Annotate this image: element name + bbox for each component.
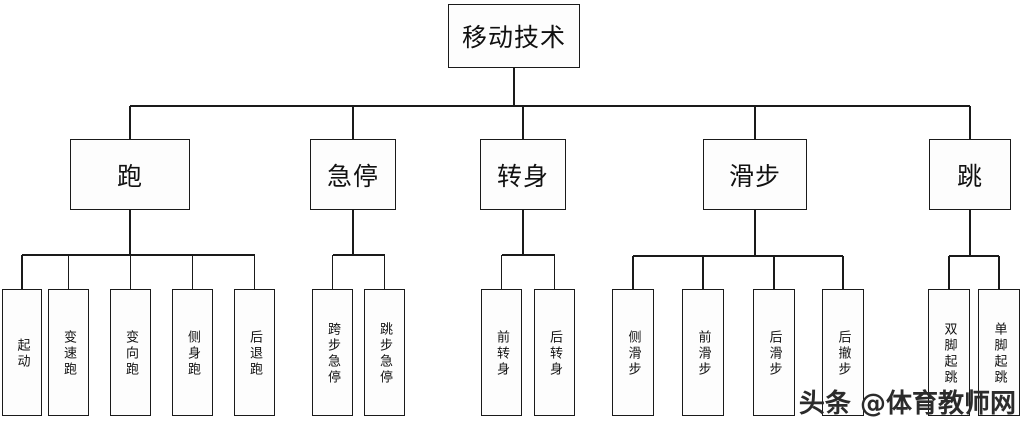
edge-top-bus [130,105,970,107]
leaf-node-one-foot-takeoff: 单脚起跳 [978,289,1020,416]
edge-drop-jump-stop [383,255,386,289]
leaf-node-start-label: 起动 [14,337,30,370]
edge-bus-slide-step [633,255,843,257]
edge-drop-back-turn [553,255,556,289]
edge-bus-sudden-stop [332,254,385,256]
edge-bus-jump [949,255,999,257]
edge-bus-turn [501,254,555,256]
leaf-node-one-foot-takeoff-label: 单脚起跳 [991,321,1007,386]
edge-drop-two-foot-takeoff [948,256,950,289]
leaf-node-two-foot-takeoff: 双脚起跳 [928,289,970,416]
leaf-node-front-turn-label: 前转身 [494,329,509,378]
edge-drop-forward-slide [702,256,704,289]
leaf-node-front-turn: 前转身 [481,289,522,416]
leaf-node-speed-change-run: 变速跑 [48,289,89,416]
edge-drop-direction-change-run [129,255,132,289]
edge-drop-slide-step [754,106,756,139]
leaf-node-retreat-step-label: 后撤步 [835,329,851,378]
edge-drop-side-run [191,255,194,289]
watermark: 头条 @体育教师网 [799,383,1016,420]
branch-node-sudden-stop: 急停 [310,139,396,210]
edge-drop-sudden-stop [352,106,354,139]
leaf-node-jump-stop: 跳步急停 [364,289,405,416]
leaf-node-retreat-step: 后撤步 [822,289,864,416]
leaf-node-back-turn-label: 后转身 [547,329,562,378]
branch-node-run-label: 跑 [116,161,143,191]
branch-node-jump-label: 跳 [956,161,983,191]
leaf-node-stride-stop-label: 跨步急停 [325,321,340,386]
leaf-node-jump-stop-label: 跳步急停 [377,321,392,386]
leaf-node-speed-change-run-label: 变速跑 [61,329,76,378]
leaf-node-side-slide-label: 侧滑步 [625,329,641,378]
leaf-node-stride-stop: 跨步急停 [312,289,353,416]
leaf-node-backward-run: 后退跑 [234,289,275,416]
edge-stem-turn [522,210,524,255]
branch-node-turn: 转身 [480,139,566,210]
leaf-node-forward-slide: 前滑步 [682,289,724,416]
leaf-node-forward-slide-label: 前滑步 [695,329,711,378]
edge-stem-slide-step [754,210,756,256]
edge-bus-run [22,254,255,256]
leaf-node-start: 起动 [2,289,42,416]
branch-node-run: 跑 [70,139,190,210]
branch-node-slide-step-label: 滑步 [728,161,781,191]
edge-drop-backward-run [253,255,256,289]
leaf-node-backward-slide: 后滑步 [753,289,795,416]
branch-node-slide-step: 滑步 [703,139,807,210]
leaf-node-direction-change-run: 变向跑 [110,289,151,416]
leaf-node-side-slide: 侧滑步 [612,289,654,416]
edge-stem-sudden-stop [352,210,354,255]
edge-stem-run [129,210,131,255]
edge-root-stem [513,68,515,106]
leaf-node-direction-change-run-label: 变向跑 [123,329,138,378]
edge-drop-speed-change-run [67,255,70,289]
edge-drop-retreat-step [842,256,844,289]
watermark-source: 头条 [798,389,851,419]
edge-drop-turn [522,106,524,139]
leaf-node-backward-run-label: 后退跑 [247,329,262,378]
leaf-node-two-foot-takeoff-label: 双脚起跳 [941,321,957,386]
edge-drop-jump [969,106,971,139]
leaf-node-back-turn: 后转身 [534,289,575,416]
branch-node-turn-label: 转身 [496,161,549,191]
edge-drop-stride-stop [331,255,334,289]
root-node: 移动技术 [448,4,580,68]
edge-stem-jump [969,210,971,256]
leaf-node-backward-slide-label: 后滑步 [766,329,782,378]
branch-node-jump: 跳 [929,139,1011,210]
edge-drop-side-slide [632,256,634,289]
edge-drop-one-foot-takeoff [998,256,1000,289]
edge-drop-backward-slide [773,256,775,289]
root-node-label: 移动技术 [461,23,566,52]
edge-drop-front-turn [500,255,503,289]
watermark-handle: @体育教师网 [850,389,1016,419]
leaf-node-side-run: 侧身跑 [172,289,213,416]
edge-drop-start [21,255,23,289]
branch-node-sudden-stop-label: 急停 [326,161,379,191]
leaf-node-side-run-label: 侧身跑 [185,329,200,378]
edge-drop-run [129,106,131,139]
